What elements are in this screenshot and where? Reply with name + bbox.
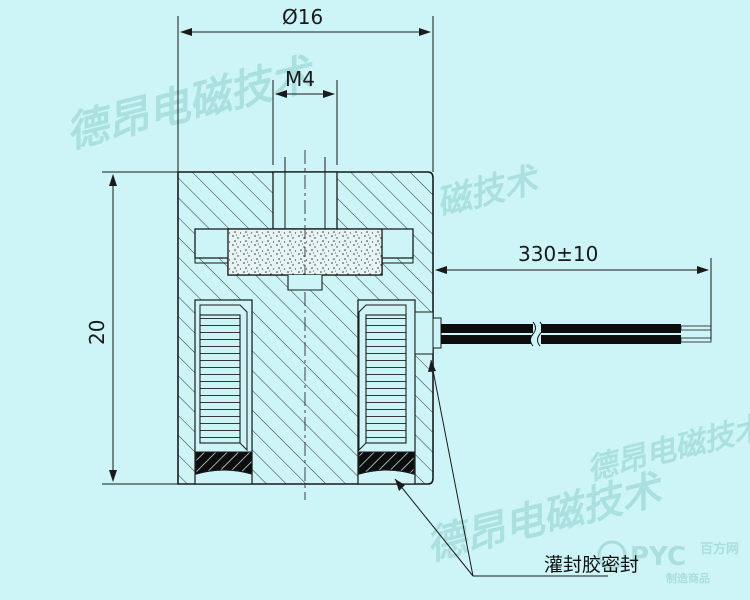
potting-seal-label: 灌封胶密封 bbox=[544, 554, 639, 576]
svg-text:百方网: 百方网 bbox=[700, 541, 739, 557]
watermark-text: 德昂电磁技术 bbox=[583, 410, 750, 488]
solenoid-body bbox=[177, 150, 434, 500]
lead-length-label: 330±10 bbox=[518, 242, 598, 266]
watermark-text: 磁技术 bbox=[433, 159, 546, 223]
svg-text:制造商品: 制造商品 bbox=[666, 571, 710, 585]
dimension-lead-length: 330±10 bbox=[432, 242, 712, 340]
watermark-text: 德昂电磁技术 bbox=[61, 48, 321, 157]
lead-wires bbox=[414, 311, 712, 355]
site-logo: PYC 百方网 制造商品 bbox=[597, 540, 739, 585]
thread-label: M4 bbox=[285, 67, 315, 91]
right-coil-winding bbox=[365, 314, 407, 444]
diameter-label: Ø16 bbox=[282, 5, 323, 29]
dimension-diameter: Ø16 bbox=[177, 5, 434, 172]
svg-text:PYC: PYC bbox=[630, 542, 686, 572]
dimension-thread: M4 bbox=[272, 67, 338, 165]
potting-callout: 灌封胶密封 bbox=[394, 359, 639, 577]
left-coil-winding bbox=[199, 314, 241, 444]
height-label: 20 bbox=[85, 320, 109, 345]
dimension-height: 20 bbox=[85, 171, 178, 485]
